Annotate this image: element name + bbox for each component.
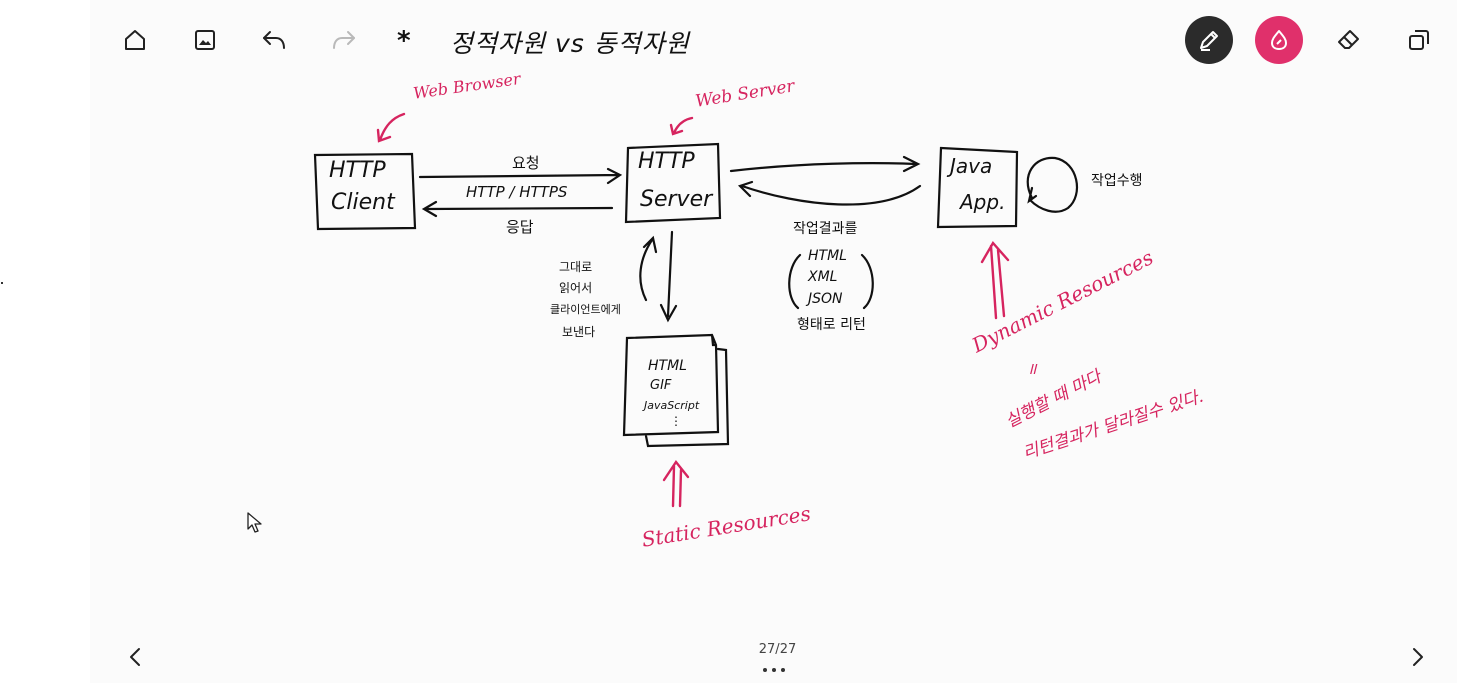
mouse-cursor-icon: [247, 512, 262, 533]
highlighter-icon: [1271, 30, 1287, 50]
static-note-line4: 보낸다: [562, 325, 596, 339]
note-canvas[interactable]: [90, 0, 1457, 683]
page-counter: 27/27: [758, 642, 797, 657]
result-return-label: 형태로 리턴: [797, 317, 866, 333]
home-icon: [125, 30, 145, 50]
undo-button[interactable]: [259, 25, 289, 55]
document-title[interactable]: 정적자원 vs 동적자원: [450, 29, 690, 58]
job-label: 작업수행: [1091, 173, 1143, 189]
static-file-gif: GIF: [650, 378, 672, 393]
equals-mark: ॥: [1027, 359, 1037, 378]
prev-page-button[interactable]: [122, 644, 148, 670]
static-file-html: HTML: [648, 358, 687, 374]
next-page-button[interactable]: [1405, 644, 1431, 670]
result-title: 작업결과를: [793, 221, 858, 237]
result-format-html: HTML: [808, 248, 847, 264]
prev-page-icon: [130, 648, 140, 666]
http-client-label-line2: Client: [331, 190, 395, 215]
eraser-icon: [1338, 30, 1359, 49]
static-file-javascript: JavaScript: [644, 399, 700, 412]
java-app-label-line2: App.: [960, 190, 1006, 214]
static-note-line1: 그대로: [559, 260, 593, 274]
protocol-label: HTTP / HTTPS: [466, 183, 568, 201]
left-margin: [0, 0, 90, 683]
image-icon: [195, 30, 215, 50]
http-client-label-line1: HTTP: [329, 158, 386, 183]
pen-tool-button[interactable]: [1185, 16, 1233, 64]
request-label: 요청: [512, 154, 540, 172]
redo-icon: [333, 31, 355, 49]
result-format-xml: XML: [808, 269, 838, 285]
http-server-label-line1: HTTP: [638, 149, 695, 174]
pen-icon: [1200, 31, 1218, 51]
lasso-tool-button[interactable]: [1404, 25, 1434, 55]
home-button[interactable]: [120, 25, 150, 55]
eraser-tool-button[interactable]: [1333, 24, 1365, 56]
page-menu-button[interactable]: [763, 668, 785, 672]
response-label: 응답: [506, 218, 534, 236]
undo-icon: [263, 31, 285, 49]
result-format-json: JSON: [808, 291, 843, 307]
static-file-more: ⋮: [670, 414, 682, 428]
http-server-label-line2: Server: [640, 187, 713, 212]
insert-image-button[interactable]: [190, 25, 220, 55]
lasso-icon: [1409, 30, 1429, 50]
redo-button[interactable]: [329, 25, 359, 55]
title-marker: *: [397, 26, 411, 56]
static-note-line3: 클라이언트에게: [550, 303, 621, 316]
stray-dot: [1, 282, 3, 284]
java-app-label-line1: Java: [950, 154, 993, 178]
highlighter-tool-button[interactable]: [1255, 16, 1303, 64]
next-page-icon: [1413, 648, 1423, 666]
static-note-line2: 읽어서: [559, 281, 593, 295]
